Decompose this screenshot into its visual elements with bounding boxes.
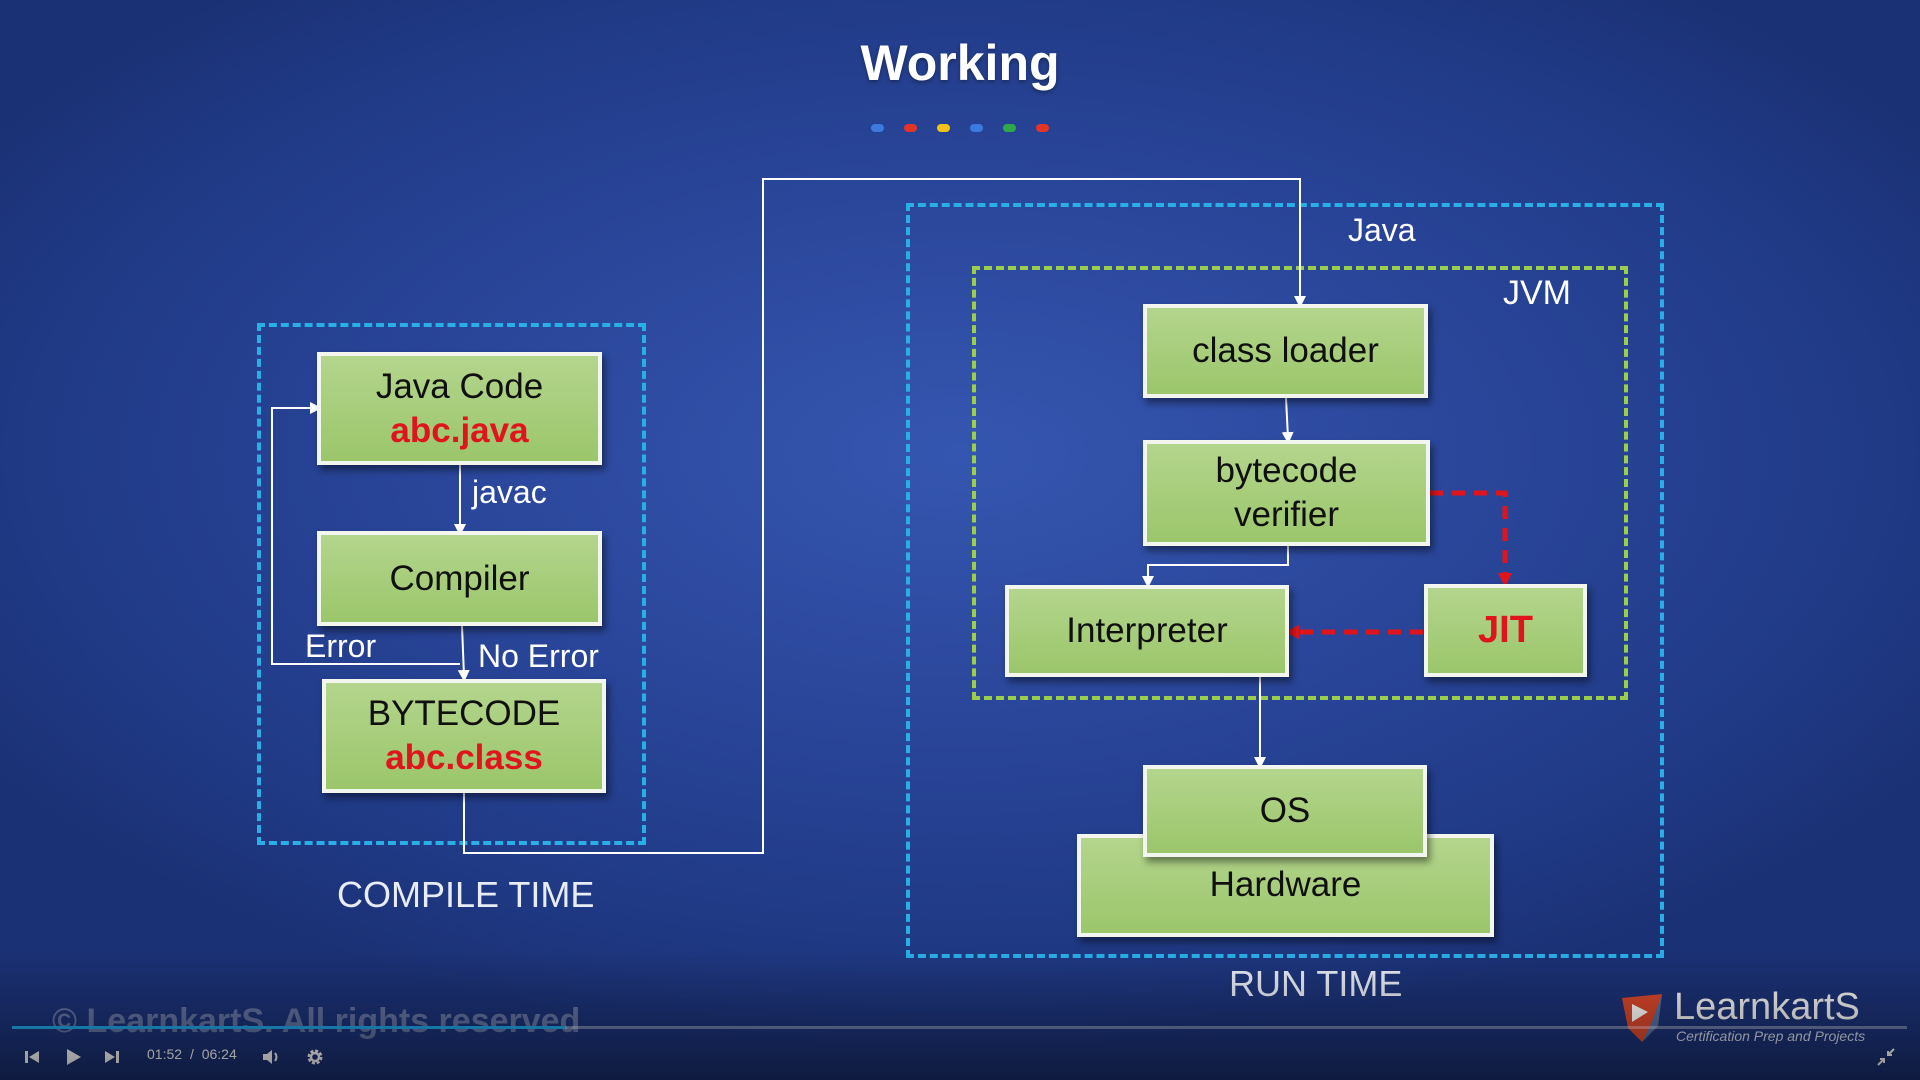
arrow-no-error: [457, 625, 470, 682]
os-box: OS: [1143, 765, 1427, 857]
bytecode-verifier-box: bytecode verifier: [1143, 440, 1430, 546]
fullscreen-button[interactable]: [1876, 1040, 1896, 1074]
compile-time-zone: [257, 323, 646, 845]
prev-button[interactable]: [22, 1040, 42, 1074]
copyright-watermark: © LearnkartS. All rights reserved: [52, 1002, 581, 1040]
next-button[interactable]: [102, 1040, 122, 1074]
logo-tagline: Certification Prep and Projects: [1676, 1028, 1866, 1044]
run-time-label: RUN TIME: [1229, 963, 1403, 1004]
title-dots: [0, 124, 1920, 132]
runtime-zone: [906, 203, 1664, 958]
title-dot: [1003, 124, 1016, 132]
skip-previous-icon: [25, 1051, 39, 1063]
settings-button[interactable]: [304, 1040, 326, 1074]
javac-label: javac: [472, 474, 547, 510]
volume-icon: [263, 1050, 278, 1064]
bytecode-title: BYTECODE: [367, 694, 561, 734]
title-dot: [1036, 124, 1049, 132]
arrow-error-loop: [271, 402, 460, 665]
java-code-box: Java Code abc.java: [317, 352, 602, 465]
verifier-line1: bytecode: [1215, 451, 1358, 491]
java-code-title: Java Code: [375, 366, 544, 406]
volume-button[interactable]: [260, 1040, 282, 1074]
logo-name: LearnkartS: [1674, 986, 1860, 1028]
arrow-verifier-interpreter: [1142, 546, 1289, 588]
duration: 06:24: [201, 1046, 237, 1062]
java-runtime-label: Java: [1348, 212, 1416, 248]
compiler-label: Compiler: [389, 558, 530, 598]
bytecode-filename: abc.class: [385, 738, 543, 777]
learnkarts-logo: LearnkartS Certification Prep and Projec…: [1618, 986, 1865, 1046]
jit-label: JIT: [1478, 608, 1533, 651]
error-label: Error: [305, 628, 377, 664]
play-button[interactable]: [62, 1040, 84, 1074]
interpreter-box: Interpreter: [1005, 585, 1289, 677]
gear-icon: [307, 1049, 323, 1065]
progress-fill: [12, 1026, 566, 1029]
verifier-line2: verifier: [1233, 495, 1340, 534]
logo-shield-icon: [1622, 994, 1662, 1042]
class-loader-label: class loader: [1192, 331, 1379, 371]
progress-bar[interactable]: [12, 1026, 1907, 1029]
compiler-box: Compiler: [317, 531, 602, 626]
exit-fullscreen-icon: [1877, 1048, 1895, 1066]
arrow-verifier-jit: [1430, 490, 1512, 587]
interpreter-label: Interpreter: [1066, 611, 1228, 651]
arrow-loader-verifier: [1281, 397, 1294, 444]
jit-box: JIT: [1424, 584, 1587, 677]
slide-title: Working: [860, 35, 1060, 91]
os-label: OS: [1259, 791, 1311, 831]
skip-next-icon: [105, 1051, 119, 1063]
title-dot: [871, 124, 884, 132]
bytecode-box: BYTECODE abc.class: [322, 679, 606, 793]
time-display: 01:52 / 06:24: [147, 1046, 237, 1062]
hardware-label: Hardware: [1209, 865, 1362, 905]
jvm-label: JVM: [1503, 274, 1571, 312]
title-dot: [904, 124, 917, 132]
class-loader-box: class loader: [1143, 304, 1428, 398]
compile-time-label: COMPILE TIME: [337, 874, 595, 915]
title-dot: [937, 124, 950, 132]
play-icon: [67, 1049, 81, 1065]
java-code-filename: abc.java: [390, 410, 529, 450]
time-separator: /: [189, 1046, 194, 1062]
line-bytecode-to-runtime: [463, 178, 1301, 854]
current-time: 01:52: [147, 1046, 183, 1062]
no-error-label: No Error: [478, 638, 599, 674]
title-dot: [970, 124, 983, 132]
